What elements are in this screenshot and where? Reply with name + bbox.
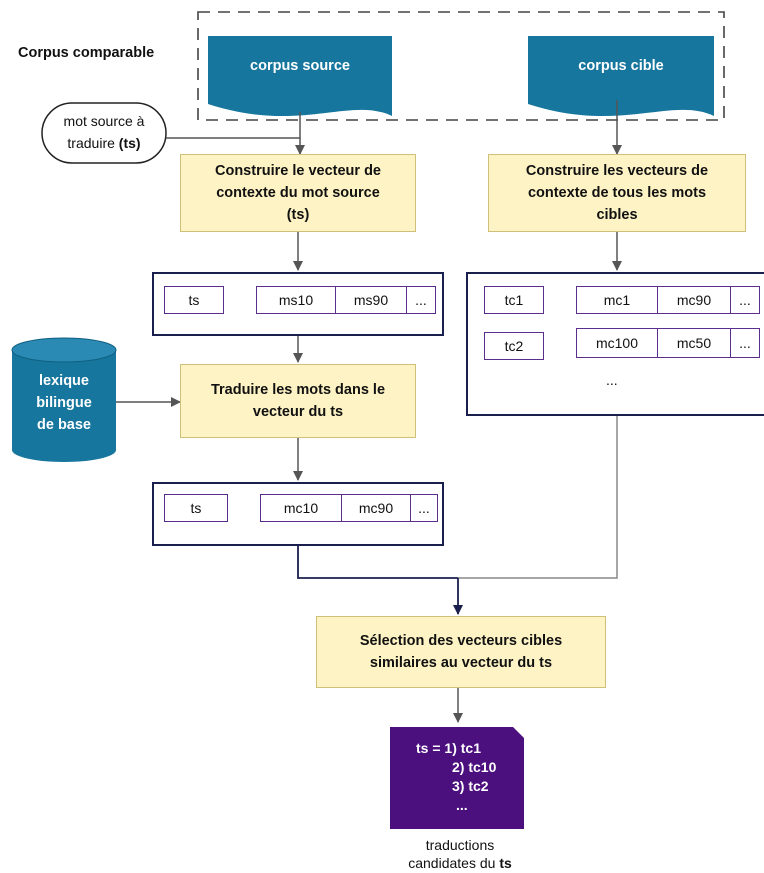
input-word-prefix: traduire	[67, 135, 119, 151]
result-caption-line2: candidates du ts	[360, 854, 560, 872]
target-vector-cell: mc1	[577, 287, 658, 313]
input-word-line1: mot source à	[63, 113, 145, 129]
build-target-line2: contexte de tous les mots	[527, 185, 707, 201]
source-vector-cell: ms10	[257, 287, 336, 313]
build-source-line3: (ts)	[286, 207, 310, 223]
build-target-vectors-step: Construire les vecteurs de contexte de t…	[488, 154, 746, 232]
target-vector-key: tc1	[484, 286, 544, 314]
translate-line1: Traduire les mots dans le	[210, 382, 386, 398]
source-vector-cells: ms10 ms90 ...	[256, 286, 436, 314]
translated-vector-cells: mc10 mc90 ...	[260, 494, 438, 522]
translated-vector-cell-ellipsis: ...	[411, 495, 437, 521]
target-vector-cell-ellipsis: ...	[731, 329, 759, 357]
result-line1: ts = 1) tc1	[416, 740, 481, 756]
select-line2: similaires au vecteur du ts	[369, 655, 553, 671]
translated-vector-key: ts	[164, 494, 228, 522]
corpus-group-frame	[197, 11, 725, 121]
source-vector-key: ts	[164, 286, 224, 314]
target-vectors-more: ...	[606, 372, 618, 388]
lexicon-line3: de base	[37, 417, 91, 433]
translate-words-step: Traduire les mots dans le vecteur du ts	[180, 364, 416, 438]
result-line4: ...	[456, 797, 468, 813]
result-line2: 2) tc10	[452, 759, 497, 775]
corpus-target-shape	[528, 36, 714, 117]
target-vector-cell-ellipsis: ...	[731, 287, 759, 313]
lexicon-line1: lexique	[39, 373, 89, 389]
target-vector-row: mc1 mc90 ...	[576, 286, 760, 314]
translated-vector-cell: mc10	[261, 495, 342, 521]
target-vector-cell: mc100	[577, 329, 658, 357]
build-source-line2: contexte du mot source	[216, 185, 380, 201]
target-vector-row: mc100 mc50 ...	[576, 328, 760, 358]
build-target-line1: Construire les vecteurs de	[525, 163, 709, 179]
corpus-source-shape	[208, 36, 392, 117]
result-caption: traductions candidates du ts	[360, 836, 560, 872]
input-word-ts: (ts)	[118, 135, 141, 151]
translated-vector-cell: mc90	[342, 495, 411, 521]
input-word-shape	[41, 102, 167, 164]
input-word-line2: traduire (ts)	[42, 132, 166, 154]
build-source-vector-step: Construire le vecteur de contexte du mot…	[180, 154, 416, 232]
translate-line2: vecteur du ts	[252, 404, 344, 420]
corpus-target-label: corpus cible	[578, 58, 664, 74]
select-line1: Sélection des vecteurs cibles	[359, 633, 563, 649]
build-source-line1: Construire le vecteur de	[215, 163, 381, 179]
target-vector-key: tc2	[484, 332, 544, 360]
result-line3: 3) tc2	[452, 778, 489, 794]
lexicon-line2: bilingue	[36, 395, 92, 411]
result-caption-line1: traductions	[425, 837, 495, 853]
build-target-line3: cibles	[596, 207, 638, 223]
corpus-source-label: corpus source	[250, 58, 350, 74]
lexicon-shape	[11, 337, 117, 462]
source-vector-cell: ms90	[336, 287, 407, 313]
result-caption-ts: ts	[499, 855, 512, 871]
selection-step: Sélection des vecteurs cibles similaires…	[316, 616, 606, 688]
source-vector-cell-ellipsis: ...	[407, 287, 435, 313]
corpus-comparable-label: Corpus comparable	[18, 45, 155, 61]
lexicon-label: lexique bilingue de base	[12, 370, 116, 436]
result-caption-prefix: candidates du	[408, 855, 500, 871]
target-vector-cell: mc90	[658, 287, 731, 313]
result-shape	[390, 727, 524, 829]
input-word-label: mot source à traduire (ts)	[42, 110, 166, 154]
target-vector-cell: mc50	[658, 329, 731, 357]
